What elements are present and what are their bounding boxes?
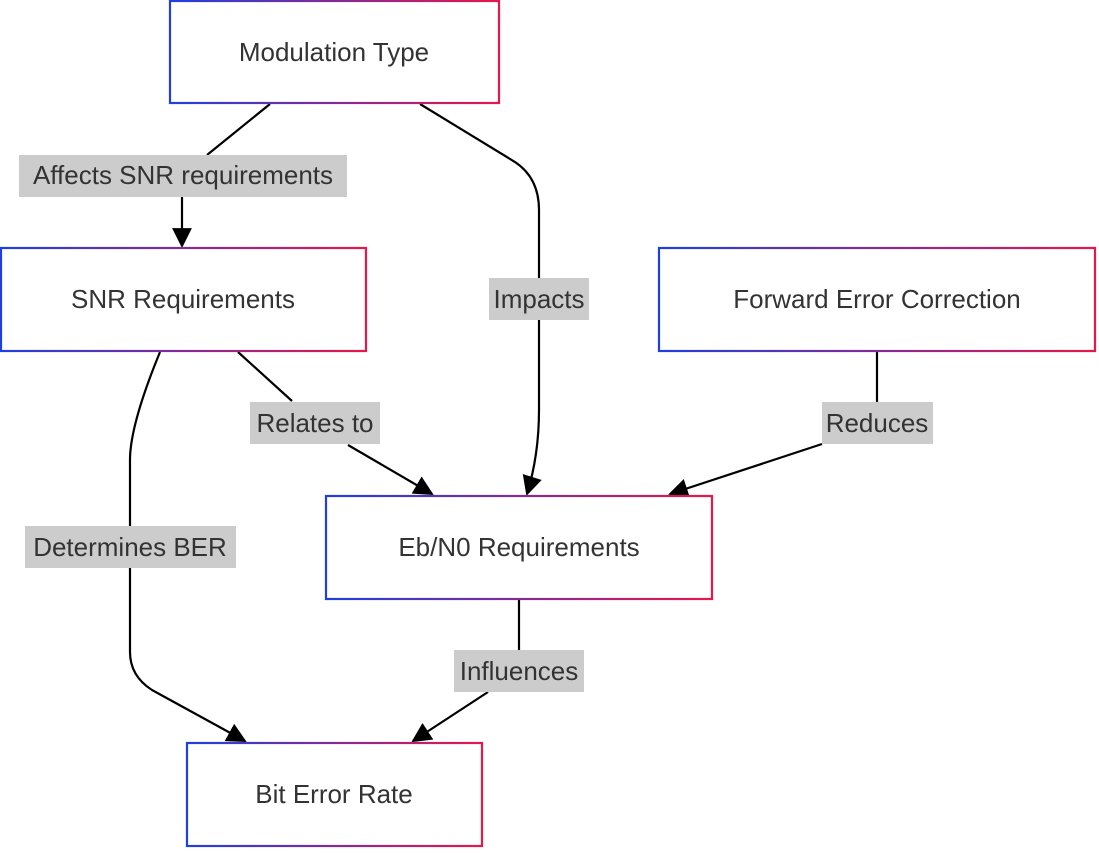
node-snr-requirements: SNR Requirements	[0, 246, 368, 353]
edge-label-reduces: Reduces	[826, 408, 929, 438]
edge-label-impacts: Impacts	[493, 284, 584, 314]
node-modulation-type: Modulation Type	[168, 0, 501, 105]
label-bg-relates	[250, 402, 380, 444]
node-label-modulation-type: Modulation Type	[239, 37, 429, 67]
node-bit-error-rate: Bit Error Rate	[185, 741, 484, 848]
edge-label-determines-ber: Determines BER	[33, 532, 227, 562]
edge-fec-to-ebn0	[670, 352, 879, 494]
node-label-forward-error-correction: Forward Error Correction	[733, 284, 1021, 314]
edge-label-influences: Influences	[460, 656, 579, 686]
edge-labels: Affects SNR requirements Impacts Relates…	[19, 155, 933, 692]
edge-ebn0-to-ber	[413, 600, 521, 741]
label-bg-impacts	[489, 278, 589, 320]
node-label-bit-error-rate: Bit Error Rate	[255, 779, 413, 809]
edge-label-relates-to: Relates to	[256, 408, 373, 438]
label-bg-influences	[454, 650, 584, 692]
node-label-snr-requirements: SNR Requirements	[71, 284, 295, 314]
edge-label-affects-snr: Affects SNR requirements	[33, 160, 333, 190]
node-ebn0-requirements: Eb/N0 Requirements	[324, 494, 714, 601]
node-forward-error-correction: Forward Error Correction	[657, 246, 1097, 353]
edges	[128, 103, 879, 742]
edge-snr-to-ber	[128, 351, 247, 742]
edge-snr-to-ebn0	[237, 351, 432, 494]
edge-modulation-to-snr	[182, 103, 271, 246]
label-bg-affects	[19, 155, 347, 197]
edge-modulation-to-ebn0	[419, 103, 542, 496]
label-bg-reduces	[822, 402, 933, 444]
label-bg-determines	[25, 526, 236, 568]
node-label-ebn0-requirements: Eb/N0 Requirements	[398, 532, 639, 562]
